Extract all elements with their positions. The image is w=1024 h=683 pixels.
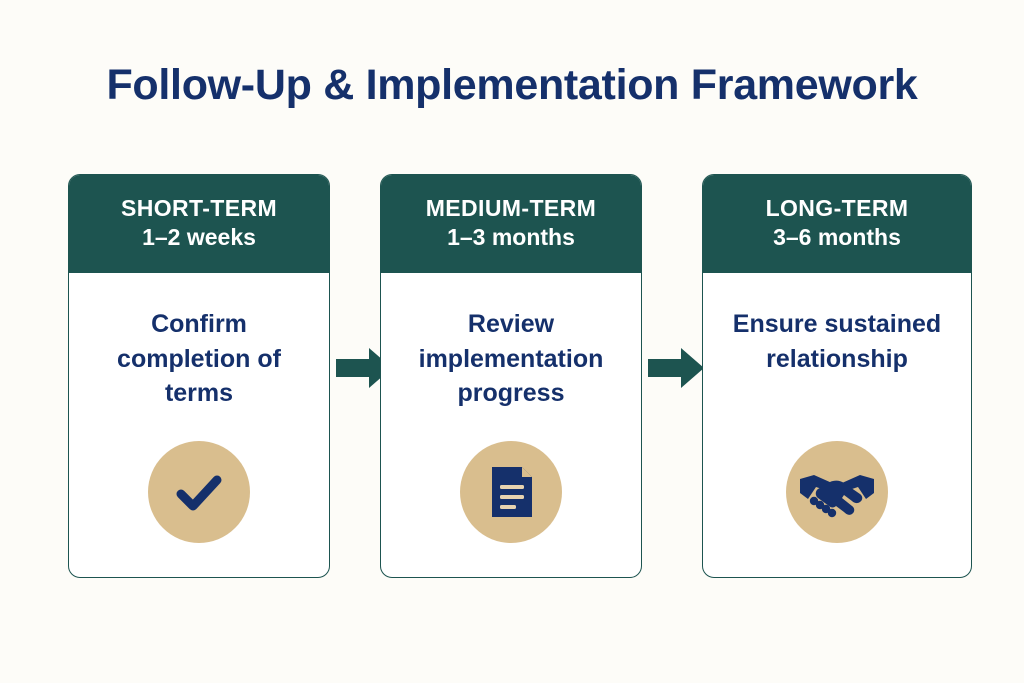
phase-card-body: Ensure sustained relationship xyxy=(703,273,971,577)
phase-duration: 3–6 months xyxy=(773,224,901,251)
phase-card-body: Review implementation progress xyxy=(381,273,641,577)
phase-label: LONG-TERM xyxy=(765,194,909,221)
arrow-right-icon xyxy=(648,346,704,390)
handshake-icon xyxy=(786,441,888,543)
phase-card-medium-term[interactable]: MEDIUM-TERM 1–3 months Review implementa… xyxy=(380,174,642,578)
phase-description: Confirm completion of terms xyxy=(117,310,281,407)
phase-card-header: LONG-TERM 3–6 months xyxy=(703,175,971,273)
phase-card-long-term[interactable]: LONG-TERM 3–6 months Ensure sustained re… xyxy=(702,174,972,578)
arrow-right-icon xyxy=(336,346,392,390)
phase-label: MEDIUM-TERM xyxy=(425,194,597,221)
phase-description: Review implementation progress xyxy=(418,310,604,407)
phase-card-header: MEDIUM-TERM 1–3 months xyxy=(381,175,641,273)
page-title: Follow-Up & Implementation Framework xyxy=(106,61,918,109)
phase-card-header: SHORT-TERM 1–2 weeks xyxy=(69,175,329,273)
phase-description: Ensure sustained relationship xyxy=(732,310,942,373)
phase-card-short-term[interactable]: SHORT-TERM 1–2 weeks Confirm completion … xyxy=(68,174,330,578)
check-icon xyxy=(148,441,250,543)
phase-duration: 1–3 months xyxy=(447,224,575,251)
phase-card-body: Confirm completion of terms xyxy=(69,273,329,577)
phase-duration: 1–2 weeks xyxy=(142,224,256,251)
phase-card-list: SHORT-TERM 1–2 weeks Confirm completion … xyxy=(68,174,972,578)
phase-label: SHORT-TERM xyxy=(120,194,278,221)
document-icon xyxy=(460,441,562,543)
